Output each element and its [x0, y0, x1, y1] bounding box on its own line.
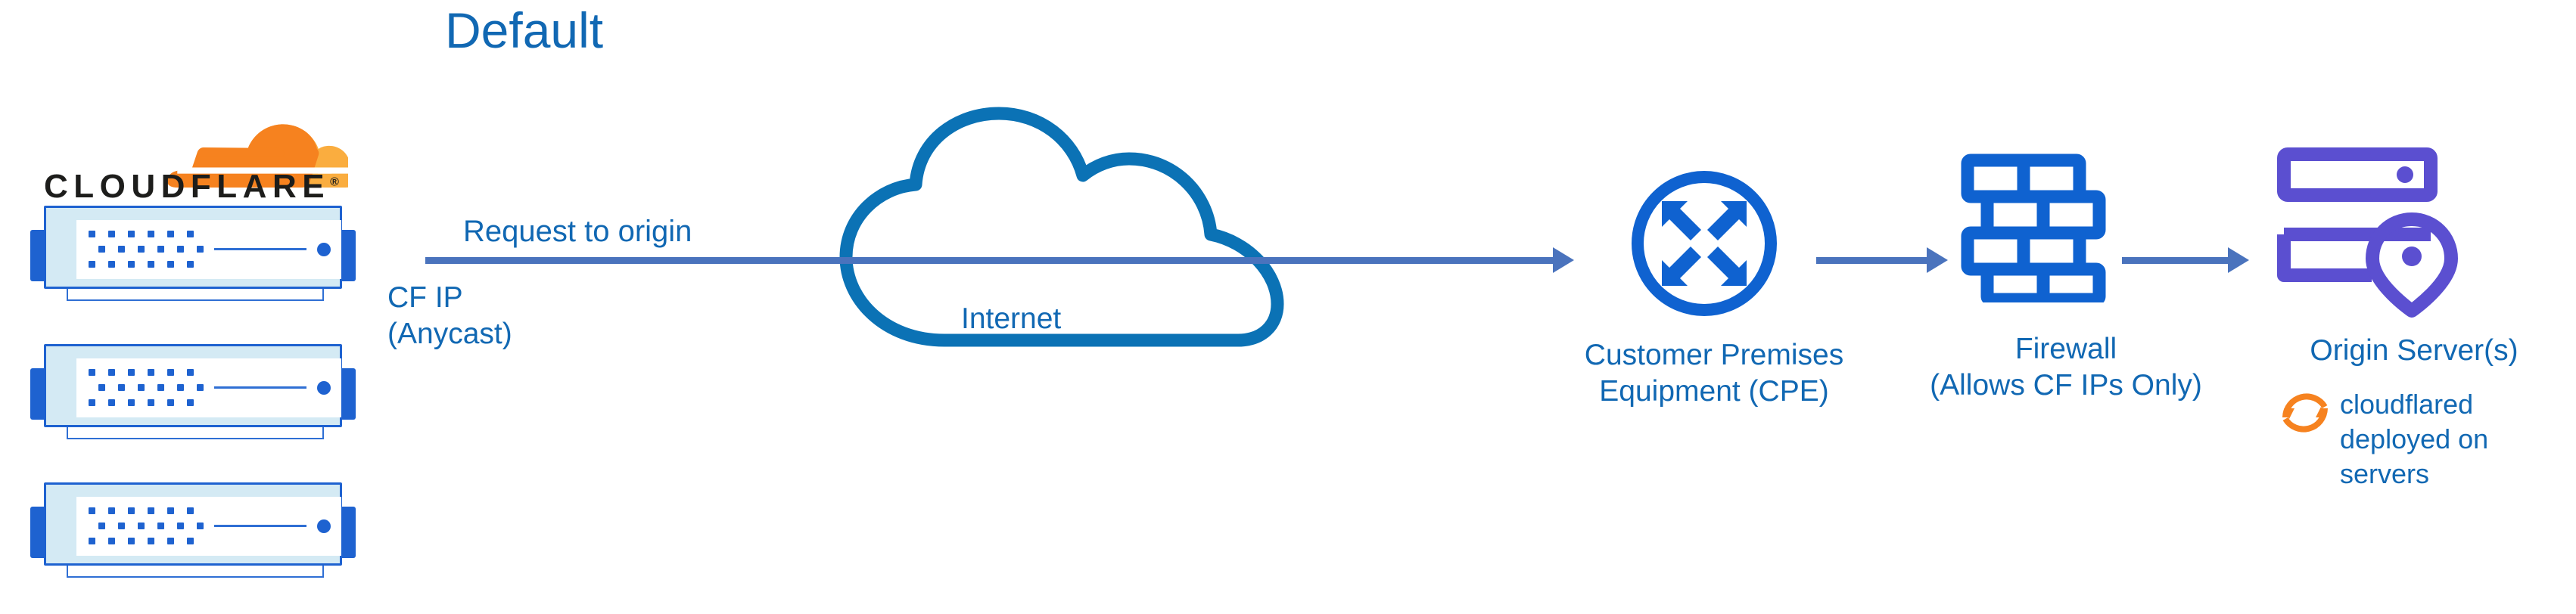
- label-origin-server: Origin Server(s): [2310, 334, 2518, 367]
- arrow-shaft: [1816, 257, 1928, 264]
- registered-mark: ®: [330, 175, 339, 189]
- wordmark-text: CLOUDFLARE: [44, 168, 331, 205]
- page-title: Default: [445, 2, 604, 58]
- server-faceplate: [76, 497, 341, 556]
- server-vent-grille: [89, 231, 204, 268]
- server-vent-grille: [89, 507, 204, 545]
- label-cf-ip: CF IP (Anycast): [387, 281, 512, 350]
- server-chassis: [44, 206, 342, 289]
- arrow-head: [2228, 247, 2249, 273]
- server-power-led: [317, 243, 331, 256]
- server-power-led: [317, 381, 331, 395]
- label-cloudflared-annotation: cloudflared deployed on servers: [2340, 389, 2489, 489]
- cloudflare-cloud-logo: [167, 124, 348, 188]
- cloudflare-wordmark: CLOUDFLARE®: [44, 168, 339, 206]
- server-chassis: [44, 344, 342, 427]
- server-vent-grille: [89, 369, 204, 407]
- label-firewall: Firewall (Allows CF IPs Only): [1930, 333, 2202, 402]
- server-with-location-pin-icon: [2277, 147, 2458, 318]
- server-power-led: [317, 519, 331, 533]
- server-base-shadow: [67, 427, 324, 439]
- server-base-shadow: [67, 566, 324, 578]
- label-cpe: Customer Premises Equipment (CPE): [1584, 339, 1844, 408]
- arrow-shaft: [2122, 257, 2229, 264]
- orange-sync-arrows-icon: [2282, 393, 2328, 433]
- server-status-line: [214, 525, 306, 527]
- label-request-to-origin: Request to origin: [463, 215, 692, 248]
- rack-server-icon: [30, 482, 356, 582]
- arrow-head: [1927, 247, 1948, 273]
- server-faceplate: [76, 220, 341, 279]
- rack-server-icon: [30, 206, 356, 305]
- server-status-line: [214, 248, 306, 250]
- cloud-outline-icon: [839, 107, 1284, 347]
- router-four-arrows-icon: [1632, 171, 1777, 316]
- server-faceplate: [76, 358, 341, 417]
- arrow-head: [1553, 247, 1574, 273]
- arrow-shaft: [425, 257, 1554, 264]
- server-status-line: [214, 386, 306, 389]
- brick-wall-icon: [1961, 154, 2106, 302]
- label-internet: Internet: [961, 302, 1062, 335]
- rack-server-icon: [30, 344, 356, 444]
- server-chassis: [44, 482, 342, 566]
- server-base-shadow: [67, 289, 324, 301]
